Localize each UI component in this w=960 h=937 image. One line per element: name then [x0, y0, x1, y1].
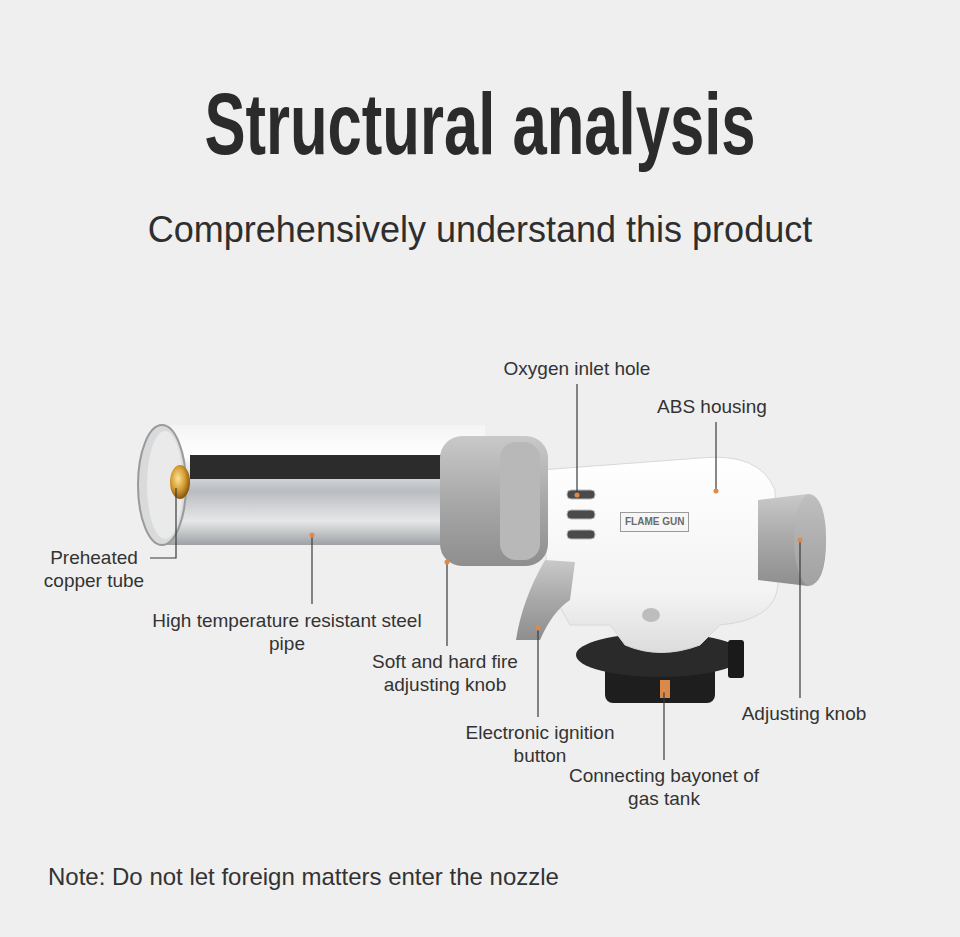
bayonet-clip: [728, 640, 744, 678]
leader-dot: [536, 626, 541, 631]
part-label: Electronic ignition button: [440, 721, 640, 767]
leader-line: [311, 536, 312, 604]
brand-badge: FLAME GUN: [620, 512, 689, 532]
rear-knob-face: [794, 494, 826, 586]
subtitle: Comprehensively understand this product: [30, 208, 930, 252]
leader-dot: [798, 538, 803, 543]
rear-knob: [758, 494, 826, 586]
leader-dot: [310, 533, 315, 538]
abs-housing: [540, 457, 778, 652]
part-label: Adjusting knob: [714, 702, 894, 725]
bayonet-pin: [660, 680, 670, 698]
housing-hole: [642, 608, 660, 622]
housing-shape: [540, 457, 778, 652]
oxygen-slot: [567, 490, 595, 499]
part-label: High temperature resistant steel pipe: [152, 609, 422, 655]
leader-line: [576, 384, 577, 494]
leader-line: [663, 690, 664, 760]
part-label: Oxygen inlet hole: [457, 357, 697, 380]
part-label: Connecting bayonet of gas tank: [559, 764, 769, 810]
rear-knob-shape: [758, 494, 826, 586]
leader-line: [715, 422, 716, 490]
fire-knob-ridge: [500, 442, 540, 560]
leader-dot: [714, 489, 719, 494]
note: Note: Do not let foreign matters enter t…: [48, 862, 559, 892]
leader-line: [446, 563, 447, 646]
copper-tube: [170, 465, 190, 499]
leader-line: [150, 488, 176, 558]
fire-knob-shape: [440, 436, 548, 566]
page-title: Structural analysis: [144, 72, 816, 176]
part-label: Soft and hard fire adjusting knob: [345, 650, 545, 696]
leader-line: [537, 628, 538, 717]
leader-dot: [445, 560, 450, 565]
pipe-body: [160, 425, 485, 545]
leader-dot: [662, 688, 667, 693]
part-label: Preheated copper tube: [34, 546, 154, 592]
leader-lines: [150, 384, 800, 760]
ignition-trigger: [516, 560, 575, 640]
steel-pipe: [138, 425, 485, 545]
leader-line: [799, 540, 800, 698]
part-label: ABS housing: [622, 395, 802, 418]
leader-dot: [575, 493, 580, 498]
oxygen-slot: [567, 510, 595, 519]
pipe-stripe: [190, 455, 482, 479]
fire-knob: [440, 436, 548, 566]
oxygen-slot: [567, 530, 595, 539]
